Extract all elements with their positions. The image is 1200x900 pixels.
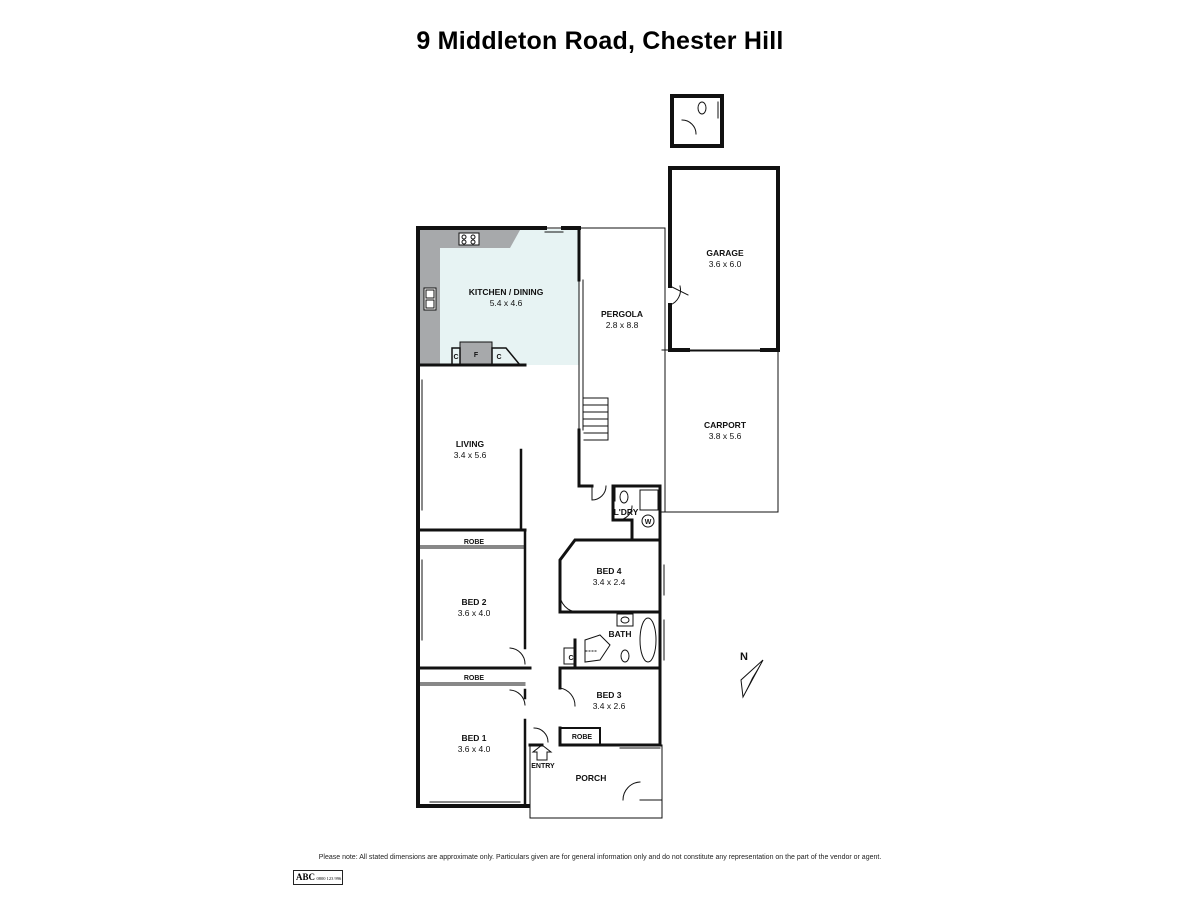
disclaimer: Please note: All stated dimensions are a…	[318, 854, 882, 861]
living-label: LIVING	[456, 439, 485, 449]
pergola-label: PERGOLA	[601, 309, 643, 319]
robe-bed1-label: ROBE	[464, 675, 485, 682]
bed1-dims: 3.6 x 4.0	[458, 744, 491, 754]
agency-logo: ABC 0800 123 996	[293, 870, 343, 885]
logo-brand: ABC	[296, 872, 316, 882]
wall-bed4	[558, 538, 662, 614]
garage-dims: 3.6 x 6.0	[709, 259, 742, 269]
carport-label: CARPORT	[704, 420, 747, 430]
carport-outline	[661, 349, 779, 513]
entry-arrow	[531, 744, 553, 761]
pergola-dims: 2.8 x 8.8	[606, 320, 639, 330]
entry-label: ENTRY	[531, 763, 555, 770]
living-dims: 3.4 x 5.6	[454, 450, 487, 460]
porch-outline	[529, 744, 663, 819]
bed4-dims: 3.4 x 2.4	[593, 577, 626, 587]
north-label: N	[740, 651, 748, 663]
cupboard-right	[491, 347, 522, 366]
cupboard-label-right: C	[496, 354, 501, 361]
porch-label: PORCH	[576, 773, 607, 783]
bath-fixtures	[563, 613, 657, 665]
laundry-label: L'DRY	[614, 507, 639, 517]
robe-bed3-label: ROBE	[572, 734, 593, 741]
bath-label: BATH	[609, 629, 632, 639]
door-swings	[509, 119, 697, 801]
carport-dims: 3.8 x 5.6	[709, 431, 742, 441]
cupboard-left	[451, 347, 461, 366]
cooktop	[458, 232, 480, 246]
laundry-fixtures	[619, 489, 659, 528]
bed3-dims: 3.4 x 2.6	[593, 701, 626, 711]
kitchen-floor	[437, 229, 579, 365]
pergola-stairs	[583, 397, 609, 441]
kitchen-sink	[423, 287, 437, 311]
bed2-label: BED 2	[461, 597, 486, 607]
cupboard-label-left: C	[453, 354, 458, 361]
bed3-label: BED 3	[596, 690, 621, 700]
cupboard-label-bath: C	[568, 655, 573, 662]
robe-bed3-walls	[559, 727, 601, 746]
kitchen-label: KITCHEN / DINING	[469, 287, 544, 297]
plan-title: 9 Middleton Road, Chester Hill	[416, 27, 784, 55]
wc-toilet	[697, 101, 707, 115]
fridge-label: F	[474, 352, 479, 359]
logo-phone: 0800 123 996	[316, 876, 342, 881]
robe-bed2-label: ROBE	[464, 539, 485, 546]
washer-label: W	[645, 519, 652, 526]
bed4-label: BED 4	[596, 566, 621, 576]
kitchen-bench	[420, 230, 520, 365]
garage-label: GARAGE	[706, 248, 744, 258]
bed1-label: BED 1	[461, 733, 486, 743]
wall-outdoor-wc	[670, 94, 724, 148]
north-arrow: N	[740, 651, 764, 699]
bed2-dims: 3.6 x 4.0	[458, 608, 491, 618]
windows	[417, 101, 723, 807]
pergola-outline	[578, 227, 666, 351]
kitchen-dims: 5.4 x 4.6	[490, 298, 523, 308]
